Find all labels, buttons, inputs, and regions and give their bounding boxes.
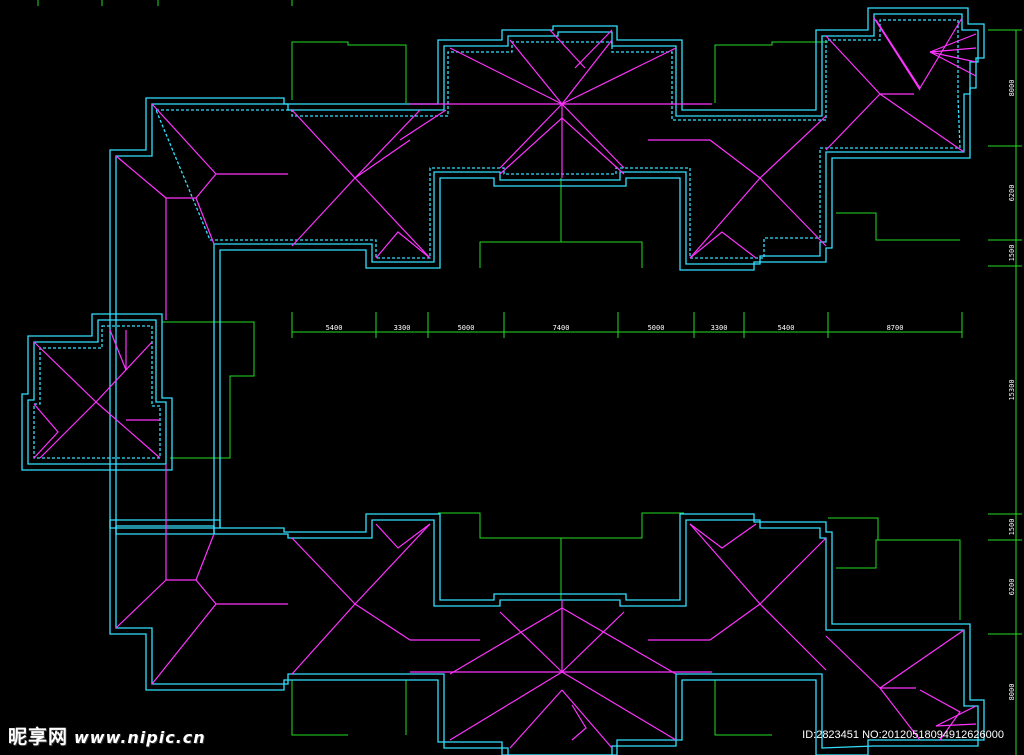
- vertical-dimension-labels: 8000 6200 1500 15300 1500 6200 8000: [1008, 80, 1016, 701]
- dim-h-2: 3300: [394, 324, 411, 332]
- roof-ridges: [33, 17, 977, 749]
- watermark-site: www.nipic.cn: [74, 728, 206, 747]
- lower-wing-outline: [109, 513, 985, 755]
- watermark-id: ID:2823451 NO:20120518094912626000: [802, 729, 1004, 741]
- terrace-outlines: [162, 41, 961, 736]
- dim-h-5: 5000: [648, 324, 665, 332]
- top-edge-ticks: [37, 0, 293, 6]
- dim-v-4: 15300: [1008, 379, 1016, 400]
- upper-wing-outline: [109, 7, 985, 535]
- dim-h-1: 5400: [326, 324, 343, 332]
- vertical-dimension-line: [988, 29, 1022, 755]
- watermark-logo: 昵享网: [8, 726, 69, 748]
- dim-v-6: 6200: [1008, 579, 1016, 596]
- dim-h-3: 5000: [458, 324, 475, 332]
- nipic-watermark: 昵享网 www.nipic.cn: [8, 722, 206, 749]
- dim-v-7: 8000: [1008, 684, 1016, 701]
- dim-h-4: 7400: [553, 324, 570, 332]
- dim-v-3: 1500: [1008, 245, 1016, 262]
- dim-h-6: 3300: [711, 324, 728, 332]
- horizontal-dimension-labels: 5400 3300 5000 7400 5000 3300 5400 8700: [326, 324, 904, 332]
- dim-h-7: 5400: [778, 324, 795, 332]
- horizontal-dimension-line: [291, 312, 963, 338]
- dim-h-8: 8700: [887, 324, 904, 332]
- dim-v-5: 1500: [1008, 519, 1016, 536]
- dim-v-2: 6200: [1008, 185, 1016, 202]
- dim-v-1: 8000: [1008, 80, 1016, 97]
